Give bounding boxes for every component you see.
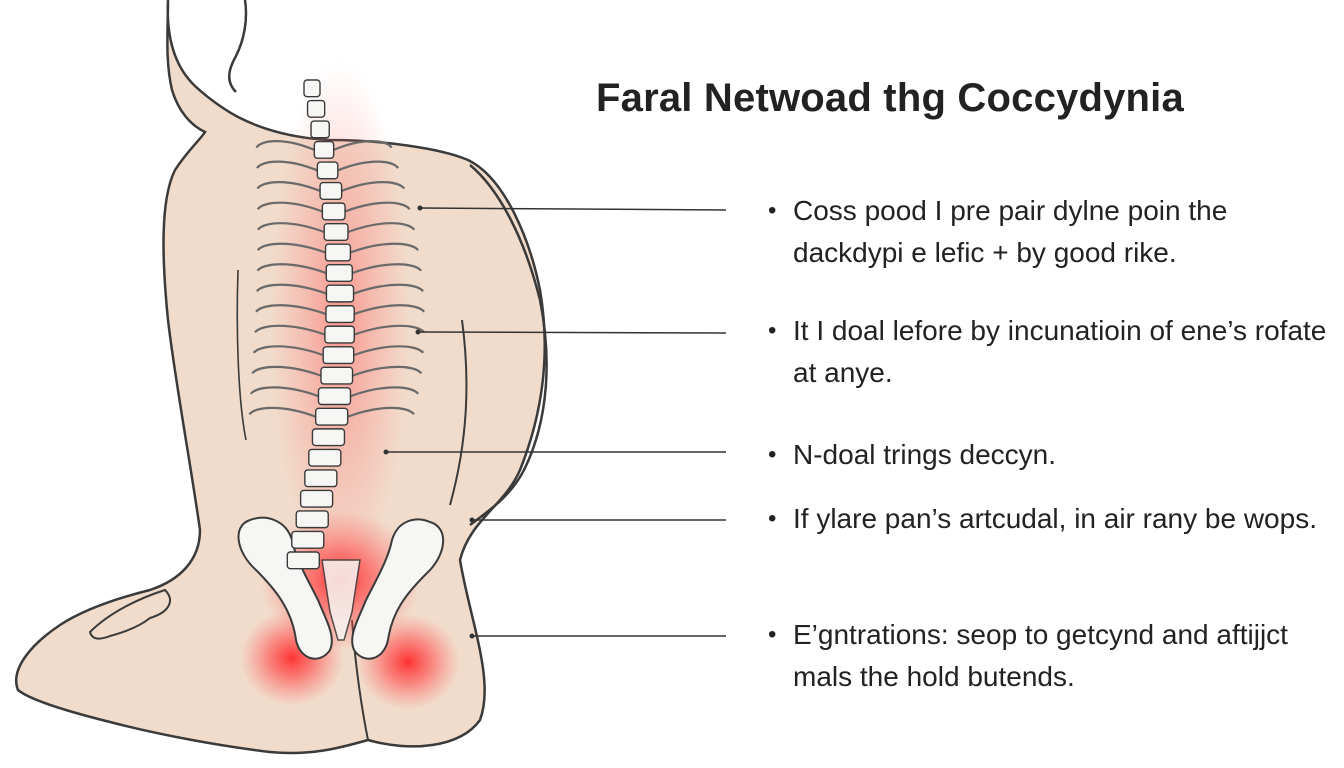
- rib-right: [333, 140, 393, 151]
- vertebra: [325, 263, 353, 283]
- bullet-dot-icon: •: [768, 197, 777, 224]
- left-hand: [88, 588, 171, 640]
- vertebra: [321, 202, 346, 221]
- bullet-dot-icon: •: [768, 621, 777, 648]
- bullet-item-5: • E’gntrations: seop to getcynd and afti…: [768, 614, 1328, 698]
- rib-right: [353, 304, 425, 316]
- rib-left: [256, 242, 326, 254]
- rib-left: [256, 181, 321, 192]
- bullet-dot-icon: •: [768, 505, 777, 532]
- vertebra: [308, 448, 342, 467]
- rib-right: [344, 201, 411, 213]
- head-outline: [228, 0, 248, 93]
- rib-left: [252, 345, 324, 357]
- vertebra: [324, 325, 355, 344]
- rib-left: [256, 201, 323, 213]
- bullet-item-2: • It I doal lefore by incunatioin of ene…: [768, 310, 1328, 394]
- back-crease: [236, 269, 247, 441]
- rib-right: [350, 242, 420, 254]
- rib-right: [351, 263, 422, 275]
- rib-left: [254, 324, 326, 336]
- vertebra: [303, 79, 321, 98]
- vertebra: [324, 243, 352, 262]
- vertebra: [310, 120, 330, 139]
- rib-left: [256, 283, 327, 295]
- rib-left: [248, 406, 317, 418]
- leader-dot-3: [383, 449, 389, 455]
- leader-dot-2: [415, 329, 421, 335]
- vertebra: [295, 510, 329, 529]
- leader-line-2: [417, 331, 727, 334]
- rib-left: [255, 140, 315, 151]
- leader-dot-5: [469, 633, 475, 639]
- vertebra: [317, 387, 352, 406]
- leader-dot-4: [469, 517, 475, 523]
- vertebra: [311, 428, 346, 447]
- back-anatomy-illustration: [15, 0, 727, 755]
- leader-dot-1: [417, 205, 423, 211]
- rib-right: [350, 386, 420, 398]
- rib-left: [255, 304, 327, 316]
- rib-right: [353, 345, 425, 357]
- rib-right: [353, 283, 424, 295]
- vertebra: [306, 99, 326, 118]
- right-arm: [469, 164, 548, 527]
- bullet-item-4: • If ylare pan’s artcudal, in air rany b…: [768, 498, 1328, 540]
- vertebra: [314, 407, 349, 426]
- spine: [248, 79, 426, 570]
- vertebra: [286, 551, 321, 570]
- vertebra: [299, 489, 334, 508]
- rib-right: [337, 160, 400, 172]
- pelvis-right-wing: [351, 518, 445, 660]
- rib-left: [256, 263, 327, 275]
- bullet-text-1: Coss pood I pre pair dylne poin the dack…: [793, 195, 1228, 268]
- vertebra: [304, 469, 338, 488]
- bullet-dot-icon: •: [768, 317, 777, 344]
- vertebra: [320, 366, 354, 385]
- bullet-text-4: If ylare pan’s artcudal, in air rany be …: [793, 503, 1317, 534]
- vertebra: [291, 530, 325, 549]
- rib-right: [347, 406, 415, 418]
- rib-left: [249, 386, 319, 398]
- vertebra: [316, 161, 339, 180]
- bullet-text-2: It I doal lefore by incunatioin of ene’s…: [793, 315, 1327, 388]
- rib-left: [251, 365, 322, 377]
- rib-right: [341, 181, 406, 192]
- leader-line-1: [419, 207, 727, 211]
- sacrum: [321, 559, 361, 641]
- bullet-text-3: N-doal trings deccyn.: [793, 439, 1057, 470]
- vertebra: [325, 284, 355, 303]
- rib-right: [353, 324, 426, 336]
- vertebra: [313, 140, 335, 159]
- bullet-item-3: • N-doal trings deccyn.: [768, 434, 1328, 476]
- rib-right: [352, 365, 423, 377]
- bullet-item-1: • Coss pood I pre pair dylne poin the da…: [768, 190, 1328, 274]
- rib-left: [257, 222, 325, 234]
- vertebra: [325, 305, 355, 324]
- bullet-dot-icon: •: [768, 441, 777, 468]
- vertebra: [319, 181, 343, 200]
- vertebra: [323, 222, 349, 242]
- rib-left: [256, 160, 318, 172]
- diagram-title: Faral Netwoad thg Coccydynia: [596, 76, 1184, 120]
- rib-right: [347, 222, 416, 234]
- arm-inner-line: [449, 319, 468, 506]
- bullet-text-5: E’gntrations: seop to getcynd and aftijj…: [793, 619, 1288, 692]
- vertebra: [322, 346, 355, 365]
